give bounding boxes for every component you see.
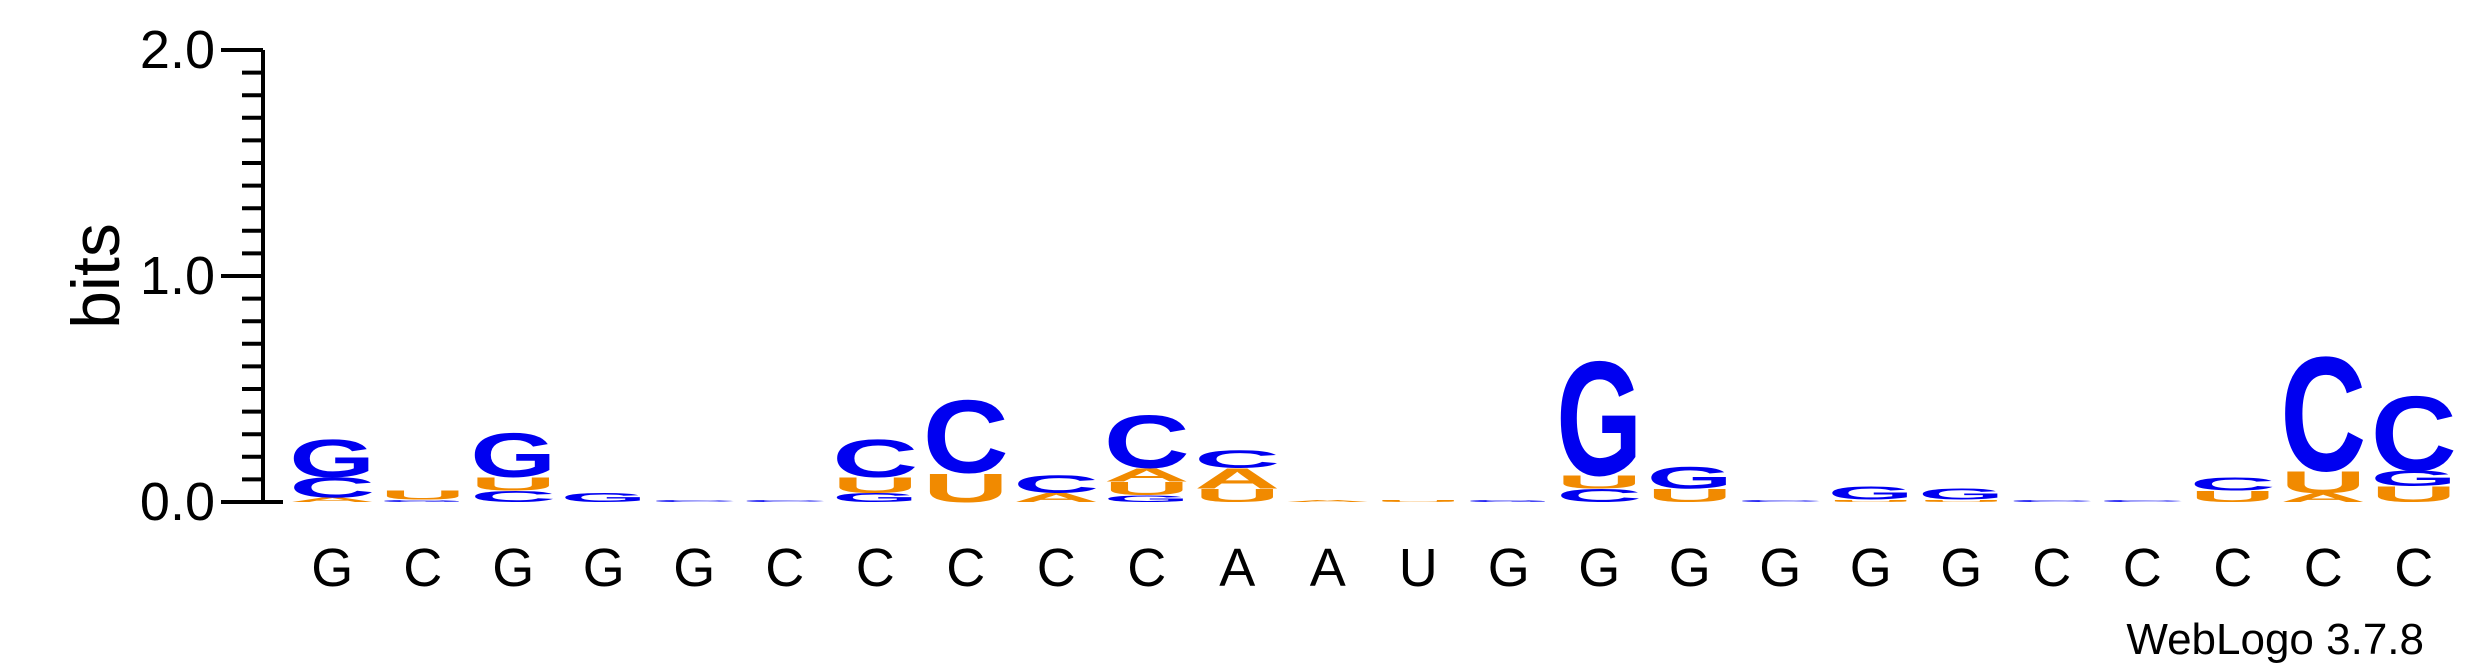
logo-glyph: U: [2371, 482, 2457, 507]
logo-glyph: C: [289, 472, 375, 503]
x-position-label: G: [492, 538, 534, 598]
logo-glyph: U: [1194, 485, 1280, 506]
logo-glyph: C: [2009, 499, 2095, 503]
footer-credit: WebLogo 3.7.8: [2126, 615, 2424, 664]
logo-glyph: C: [1556, 485, 1642, 506]
logo-glyph: G: [832, 491, 918, 505]
logo-glyph: G: [289, 429, 375, 489]
y-tick-label: 1.0: [140, 246, 215, 306]
x-position-label: G: [673, 538, 715, 598]
logo-glyph: C: [651, 499, 737, 503]
logo-glyph: G: [561, 491, 647, 505]
logo-glyph: G: [380, 499, 466, 503]
logo-glyph: U: [380, 488, 466, 502]
logo-glyph: G: [470, 421, 556, 491]
logo-glyph: U: [1647, 485, 1733, 506]
logo-glyph: C: [742, 499, 828, 503]
x-position-label: G: [1940, 538, 1982, 598]
logo-glyph: G: [1466, 499, 1552, 503]
x-position-label: C: [2394, 538, 2433, 598]
x-position-label: C: [2123, 538, 2162, 598]
x-position-label: G: [1669, 538, 1711, 598]
logo-glyph: A: [2280, 491, 2366, 505]
x-position-label: G: [583, 538, 625, 598]
x-position-label: C: [946, 538, 985, 598]
x-position-label: C: [2213, 538, 2252, 598]
x-position-label: G: [1759, 538, 1801, 598]
y-axis-title: bits: [58, 223, 134, 329]
logo-glyph: C: [2190, 474, 2276, 495]
logo-glyph: C: [832, 429, 918, 489]
logo-glyph: C: [923, 379, 1009, 495]
logo-glyph: G: [1828, 483, 1914, 504]
x-position-label: C: [2304, 538, 2343, 598]
x-position-label: C: [403, 538, 442, 598]
logo-glyph: G: [1556, 327, 1642, 510]
y-axis: 0.0 1.0 2.0: [140, 20, 283, 532]
logo-glyph: U: [1375, 499, 1461, 503]
logo-glyph: A: [1285, 499, 1371, 503]
x-position-label: C: [856, 538, 895, 598]
logo-glyph: A: [289, 496, 375, 503]
y-tick-label: 0.0: [140, 472, 215, 532]
y-tick-label: 2.0: [140, 20, 215, 80]
logo-glyph: C: [1194, 446, 1280, 474]
x-position-label: G: [311, 538, 353, 598]
logo-glyph: G: [1647, 460, 1733, 495]
logo-glyph: G: [1918, 486, 2004, 503]
logo-glyph: U: [2190, 488, 2276, 506]
logo-glyph: U: [2280, 465, 2366, 500]
logo-glyph: U: [1556, 472, 1642, 493]
x-position-label: C: [2032, 538, 2071, 598]
logo-glyph: C: [2280, 324, 2366, 506]
x-position-label: G: [1488, 538, 1530, 598]
logo-glyph: G: [2371, 466, 2457, 491]
logo-glyph: G: [1104, 493, 1190, 504]
logo-glyph: C: [1013, 470, 1099, 498]
logo-glyph: C: [470, 488, 556, 506]
logo-glyph: A: [1104, 465, 1190, 486]
logo-glyph: U: [1104, 478, 1190, 499]
x-position-label: A: [1310, 538, 1346, 598]
logo-glyph: A: [1194, 463, 1280, 494]
x-position-label: A: [1219, 538, 1255, 598]
logo-glyph: C: [1737, 499, 1823, 503]
logo-glyph: C: [2371, 374, 2457, 493]
x-position-label: U: [1399, 538, 1438, 598]
logo-glyph: C: [2099, 499, 2185, 503]
x-position-label: G: [1850, 538, 1892, 598]
logo-glyph: U: [1918, 499, 2004, 503]
logo-glyph: U: [1828, 499, 1914, 503]
logo-glyph: U: [470, 474, 556, 495]
x-position-label: C: [765, 538, 804, 598]
logo-glyph: U: [923, 465, 1009, 511]
x-position-label: G: [1578, 538, 1620, 598]
logo-glyph: A: [1013, 491, 1099, 505]
logo-glyph: C: [1104, 401, 1190, 485]
logo-glyph: U: [832, 473, 918, 498]
x-position-label: C: [1037, 538, 1076, 598]
x-position-label: C: [1127, 538, 1166, 598]
